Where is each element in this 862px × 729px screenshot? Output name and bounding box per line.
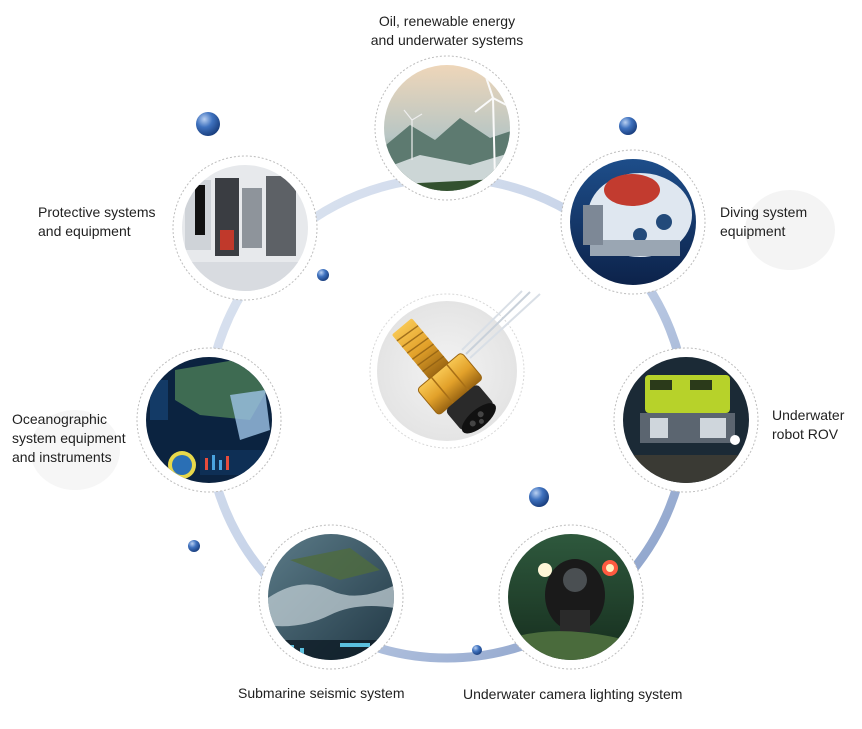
bubble-decor [619,117,637,135]
dashboard-map-icon [136,347,282,493]
glow-shape [745,190,835,270]
bubble-decor [529,487,549,507]
submersible-icon [560,149,706,295]
rov-robot-icon [613,347,759,493]
label-line: Oceanographic [12,411,107,427]
label-line: Protective systems [38,204,156,220]
bubble-decor [188,540,200,552]
factory-icon [172,155,318,301]
label-line: robot ROV [772,426,839,442]
label-line: Underwater camera lighting system [463,686,683,702]
label-line: Oil, renewable energy [378,13,516,29]
label-line: and instruments [12,449,112,465]
bubble-decor [196,112,220,136]
satellite-map-icon [258,524,404,670]
label-protective: Protective systems and equipment [38,203,155,241]
label-seismic: Submarine seismic system [238,684,405,703]
label-line: Submarine seismic system [238,685,405,701]
glow-shape [30,410,120,490]
bubble-decor [472,645,482,655]
label-camera-lighting: Underwater camera lighting system [463,685,682,704]
diver-camera-icon [498,524,644,670]
label-line: system equipment [12,430,126,446]
label-oceanographic: Oceanographic system equipment and instr… [12,410,126,467]
label-line: and underwater systems [370,32,524,48]
label-line: Underwater [772,407,845,423]
label-line: equipment [720,223,786,239]
label-underwater-rov: Underwater robot ROV [772,406,844,444]
waterproof-connector-icon [369,290,541,449]
label-line: and equipment [38,223,131,239]
label-diving-system: Diving system equipment [720,203,807,241]
wind-turbine-icon [374,55,520,201]
bubble-decor [317,269,329,281]
label-line: Diving system [720,204,808,220]
label-oil-renewable: Oil, renewable energy and underwater sys… [352,12,542,50]
